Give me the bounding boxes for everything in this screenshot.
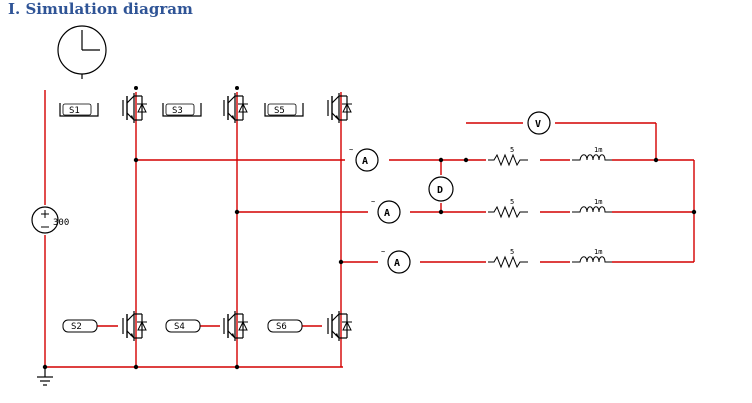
resistor-icon: 5 [487, 248, 529, 268]
diff-meter: D [428, 176, 454, 202]
resistor-icon: 5 [487, 198, 529, 218]
wires [44, 90, 695, 368]
igbt-icon [327, 92, 353, 124]
inductor-icon: 1m [571, 198, 613, 213]
switch-label: S1 [69, 106, 80, 116]
voltmeter-label: V [535, 119, 541, 130]
ammeter-label: A [362, 156, 368, 167]
igbt-icon [223, 92, 249, 124]
inductor-icon: 1m [571, 248, 613, 263]
switch-s5[interactable]: S5 [264, 103, 304, 117]
ammeter-label: A [394, 258, 400, 269]
svg-text:~: ~ [349, 146, 353, 154]
switch-label: S4 [174, 322, 185, 332]
inductor-icon: 1m [571, 146, 613, 161]
ammeter-label: A [384, 208, 390, 219]
switch-s1[interactable]: S1 [59, 103, 99, 117]
resistor-icon: 5 [487, 146, 529, 166]
page-title: I. Simulation diagram [8, 0, 193, 18]
clock-icon [57, 25, 107, 79]
voltmeter: V [527, 111, 551, 135]
igbt-icon [122, 310, 148, 342]
svg-text:5: 5 [510, 198, 514, 206]
igbt-icon [327, 310, 353, 342]
switch-label: S6 [276, 322, 287, 332]
switch-s6[interactable]: S6 [267, 319, 303, 333]
switch-s4[interactable]: S4 [165, 319, 201, 333]
switch-label: S2 [71, 322, 82, 332]
switch-label: S5 [274, 106, 285, 116]
ground-icon [37, 367, 53, 386]
igbt-icon [122, 92, 148, 124]
svg-text:1m: 1m [594, 248, 602, 256]
junction-dots [42, 86, 697, 370]
ammeter-phase-b: A ~ [371, 198, 401, 224]
ammeter-phase-a: A ~ [349, 146, 379, 172]
svg-text:1m: 1m [594, 146, 602, 154]
svg-text:~: ~ [371, 198, 375, 206]
switch-s2[interactable]: S2 [62, 319, 98, 333]
dc-source: 300 [31, 206, 69, 234]
switch-label: S3 [172, 106, 183, 116]
switch-s3[interactable]: S3 [162, 103, 202, 117]
svg-text:5: 5 [510, 146, 514, 154]
source-label: 300 [53, 218, 69, 228]
igbt-icon [223, 310, 249, 342]
svg-text:~: ~ [381, 248, 385, 256]
ammeter-phase-c: A ~ [381, 248, 411, 274]
diff-meter-label: D [437, 185, 443, 196]
svg-text:5: 5 [510, 248, 514, 256]
svg-text:1m: 1m [594, 198, 602, 206]
